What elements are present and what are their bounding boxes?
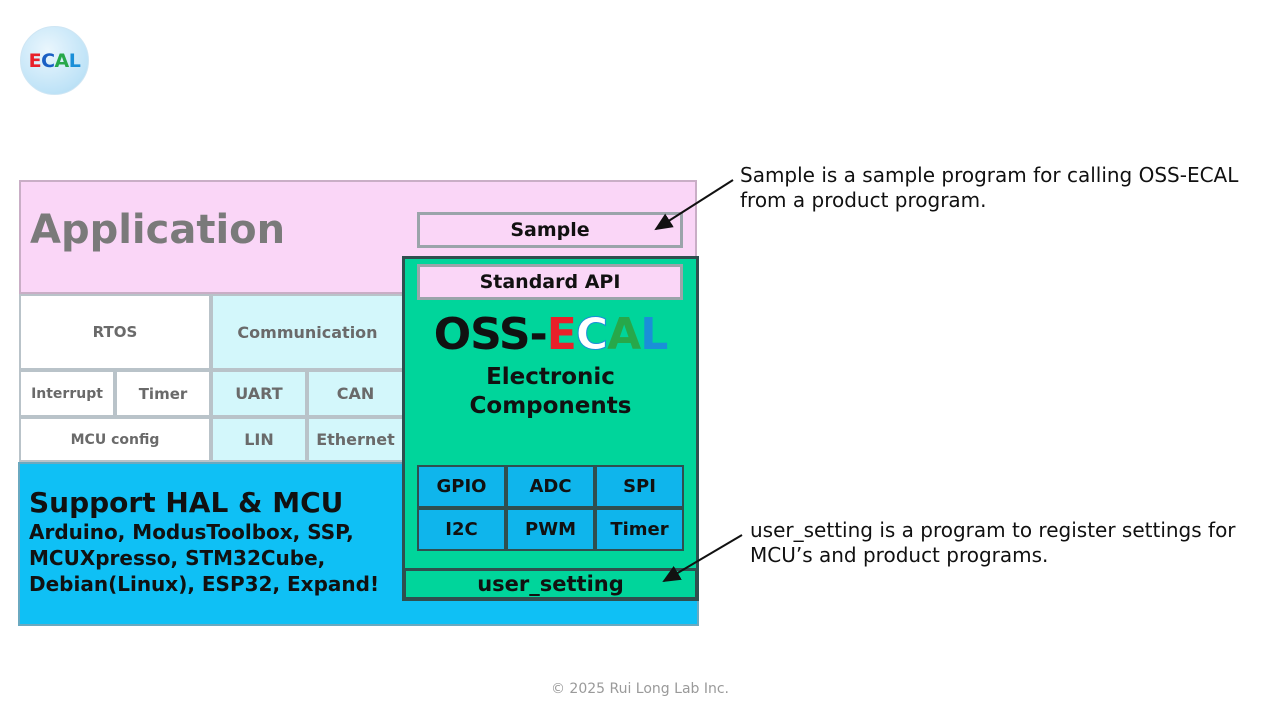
can-block: CAN	[307, 370, 404, 417]
communication-block: Communication	[211, 294, 404, 370]
rtos-block: RTOS	[19, 294, 211, 370]
mcu-config-block: MCU config	[19, 417, 211, 462]
adc-block: ADC	[506, 465, 595, 508]
oss-ecal-title-prefix: OSS-	[433, 309, 548, 360]
user-setting-note: user_setting is a program to register se…	[750, 518, 1260, 568]
pwm-block: PWM	[506, 508, 595, 551]
sample-block: Sample	[417, 212, 683, 248]
logo-letter-c: C	[41, 49, 55, 72]
oss-ecal-letter-e: E	[546, 309, 577, 360]
electronic-components-label: Electronic Components	[402, 363, 699, 421]
note-line: MCU’s and product programs.	[750, 543, 1049, 567]
hal-title: Support HAL & MCU	[29, 486, 344, 519]
user-setting-arrow	[662, 534, 743, 583]
hal-line: MCUXpresso, STM32Cube,	[29, 546, 326, 570]
sample-note: Sample is a sample program for calling O…	[740, 163, 1260, 213]
logo-letter-a: A	[54, 49, 70, 72]
application-title: Application	[30, 207, 286, 253]
hal-line: Debian(Linux), ESP32, Expand!	[29, 572, 380, 596]
logo-letter-l: L	[68, 49, 81, 72]
subtitle-line: Electronic	[486, 364, 615, 390]
subtitle-line: Components	[469, 393, 632, 419]
gpio-block: GPIO	[417, 465, 506, 508]
hal-platform-list: Arduino, ModusToolbox, SSP, MCUXpresso, …	[29, 519, 379, 597]
hal-line: Arduino, ModusToolbox, SSP,	[29, 520, 354, 544]
copyright: © 2025 Rui Long Lab Inc.	[550, 681, 730, 697]
lin-block: LIN	[211, 417, 307, 462]
user-setting-block: user_setting	[403, 568, 698, 600]
spi-block: SPI	[595, 465, 684, 508]
oss-ecal-title: OSS-ECAL	[402, 309, 699, 361]
oss-ecal-letter-a: A	[607, 309, 641, 360]
timer-component-block: Timer	[595, 508, 684, 551]
timer-block: Timer	[115, 370, 211, 417]
note-line: user_setting is a program to register se…	[750, 518, 1236, 542]
interrupt-block: Interrupt	[19, 370, 115, 417]
uart-block: UART	[211, 370, 307, 417]
note-line: from a product program.	[740, 188, 987, 212]
i2c-block: I2C	[417, 508, 506, 551]
sample-arrow	[654, 179, 734, 231]
note-line: Sample is a sample program for calling O…	[740, 163, 1239, 187]
oss-ecal-letter-c: C	[575, 309, 608, 361]
logo-letter-e: E	[28, 49, 42, 72]
oss-ecal-letter-l: L	[640, 309, 668, 360]
standard-api-block: Standard API	[417, 264, 683, 300]
ethernet-block: Ethernet	[307, 417, 404, 462]
ecal-logo: E C A L	[20, 26, 89, 95]
